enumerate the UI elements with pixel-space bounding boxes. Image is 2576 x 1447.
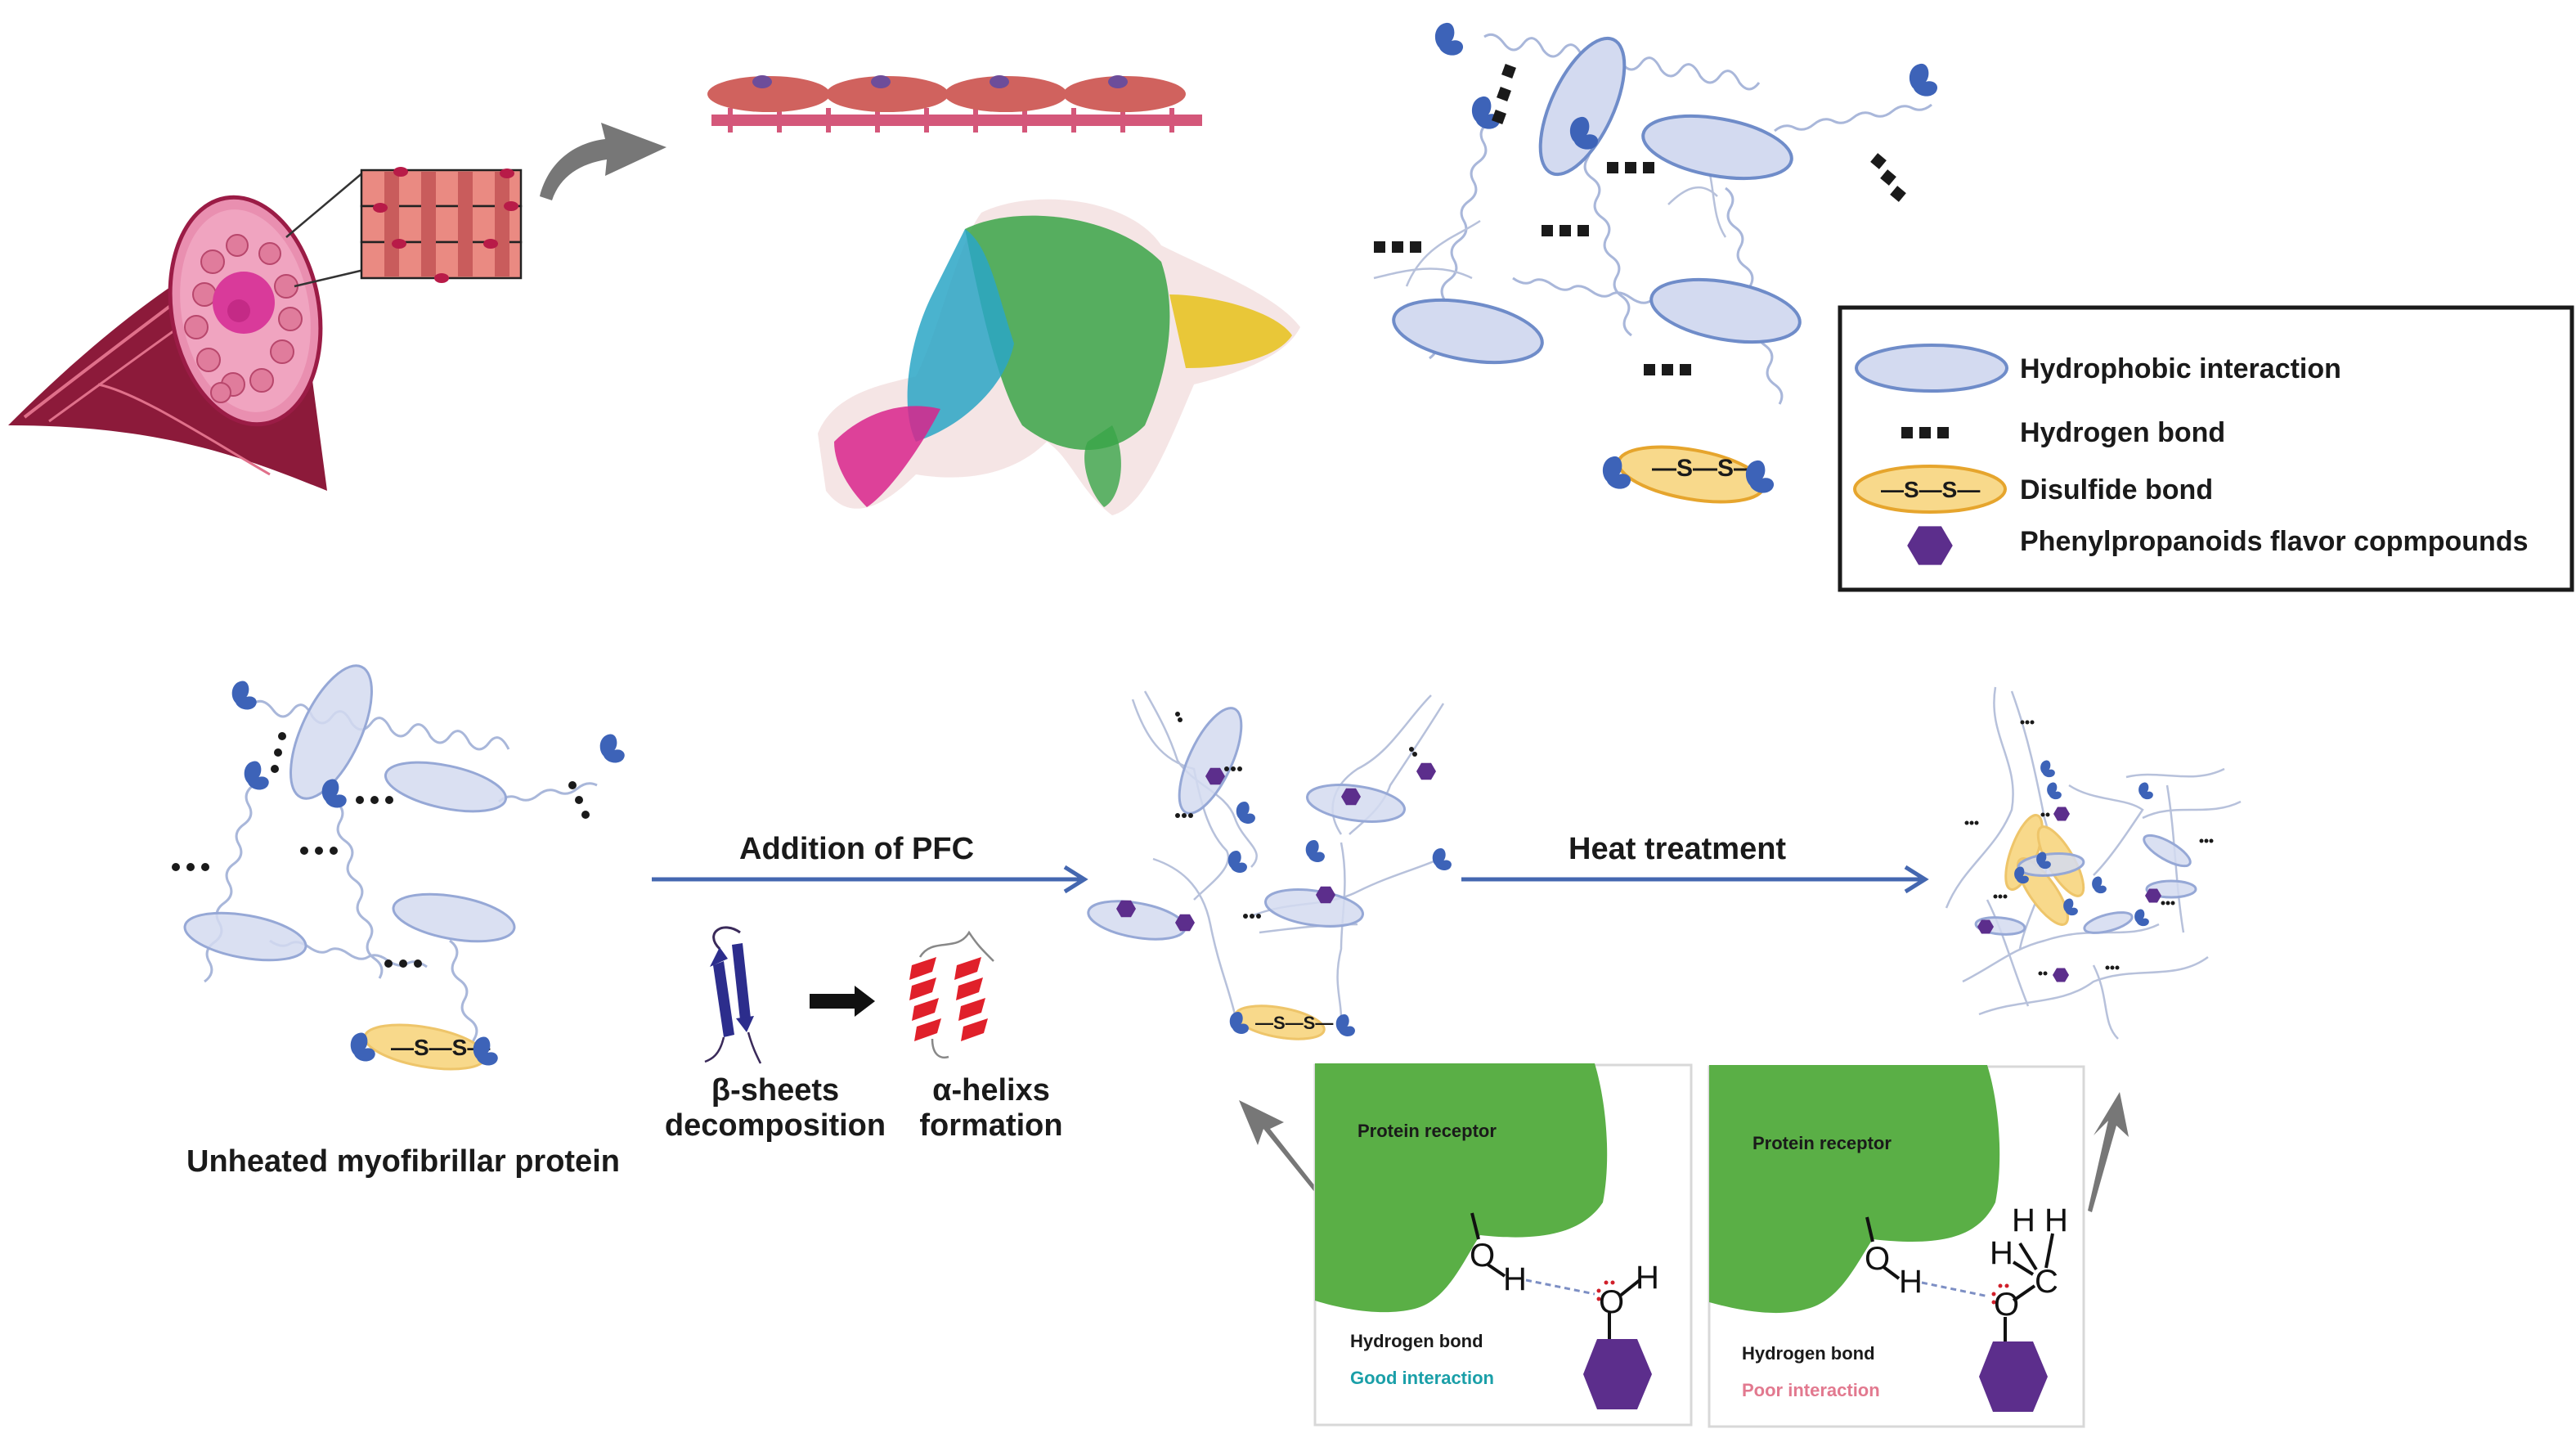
hydrophobic-interaction-icon bbox=[1855, 344, 2008, 393]
alpha-helix-icon bbox=[909, 930, 994, 1058]
atom-h1-b: H bbox=[1899, 1264, 1923, 1300]
up-arrow-icon bbox=[2088, 1092, 2129, 1212]
formation-label: formation bbox=[919, 1108, 1062, 1143]
inset-good-interaction: Protein receptor O H O H Hydrogen bond G… bbox=[1313, 1063, 1693, 1427]
ss-label-top: —S—S— bbox=[1652, 455, 1758, 482]
atom-h1: H bbox=[1503, 1261, 1527, 1297]
beta-sheet-icon bbox=[704, 926, 762, 1064]
pfc-hexagon-1 bbox=[1583, 1339, 1652, 1409]
ss-label-middle: —S—S— bbox=[1255, 1013, 1333, 1033]
atom-ha: H bbox=[2012, 1202, 2035, 1238]
heated-aggregated-network bbox=[1945, 686, 2242, 1040]
hydrogen-bond-label-2: Hydrogen bond bbox=[1742, 1343, 1875, 1364]
hydrogen-bond-icon bbox=[1901, 427, 1949, 438]
native-protein-network-top: —S—S— bbox=[1373, 22, 1938, 504]
beta-sheets-label: β-sheets bbox=[711, 1073, 839, 1108]
pfc-bound-protein-network: —S—S— bbox=[1087, 690, 1452, 1040]
legend-ss-symbol: —S—S— bbox=[1881, 477, 1980, 502]
protein-receptor-label-1: Protein receptor bbox=[1358, 1121, 1497, 1141]
disulfide-bond-icon bbox=[1853, 465, 2007, 514]
legend-label-disulfide: Disulfide bond bbox=[2020, 474, 2213, 506]
hydrogen-bond-label-1: Hydrogen bond bbox=[1350, 1331, 1483, 1351]
atom-h2: H bbox=[1636, 1260, 1659, 1296]
atom-o1-b: O bbox=[1865, 1241, 1890, 1277]
unheated-protein-network: —S—S— bbox=[172, 664, 625, 1071]
myofibril-cylinders bbox=[360, 167, 523, 283]
atom-hb: H bbox=[2044, 1202, 2068, 1238]
muscle-illustration bbox=[8, 167, 523, 491]
atom-o2: O bbox=[1599, 1284, 1624, 1320]
addition-of-pfc-label: Addition of PFC bbox=[739, 832, 974, 866]
right-arrow-icon bbox=[810, 986, 875, 1017]
protein-receptor-label-2: Protein receptor bbox=[1752, 1133, 1892, 1153]
pfc-hexagon-2 bbox=[1979, 1341, 2048, 1412]
process-arrow-addition bbox=[652, 865, 1088, 894]
decomposition-label: decomposition bbox=[665, 1108, 886, 1143]
legend-label-pfc: Phenylpropanoids flavor copmpounds bbox=[2020, 526, 2529, 557]
poor-interaction-label: Poor interaction bbox=[1742, 1380, 1880, 1400]
curved-arrow-icon bbox=[540, 123, 666, 200]
unheated-protein-label: Unheated myofibrillar protein bbox=[186, 1144, 620, 1179]
legend: Hydrophobic interaction Hydrogen bond —S… bbox=[1838, 305, 2574, 592]
good-interaction-label: Good interaction bbox=[1350, 1368, 1494, 1388]
process-arrow-heat bbox=[1461, 865, 1929, 894]
thin-filament-illustration bbox=[707, 75, 1202, 133]
atom-hc: H bbox=[1990, 1235, 2013, 1271]
heat-treatment-label: Heat treatment bbox=[1568, 832, 1786, 866]
myosin-structure-illustration bbox=[818, 199, 1300, 515]
legend-label-hydrogen: Hydrogen bond bbox=[2020, 417, 2225, 448]
legend-label-hydrophobic: Hydrophobic interaction bbox=[2020, 353, 2341, 384]
atom-c: C bbox=[2035, 1264, 2058, 1300]
atom-o2-b: O bbox=[1994, 1287, 2019, 1323]
inset-poor-interaction: Protein receptor O H O C H H H Hydrogen … bbox=[1708, 1065, 2085, 1428]
up-left-arrow-icon bbox=[1239, 1100, 1318, 1193]
alpha-helixs-label: α-helixs bbox=[932, 1073, 1050, 1108]
